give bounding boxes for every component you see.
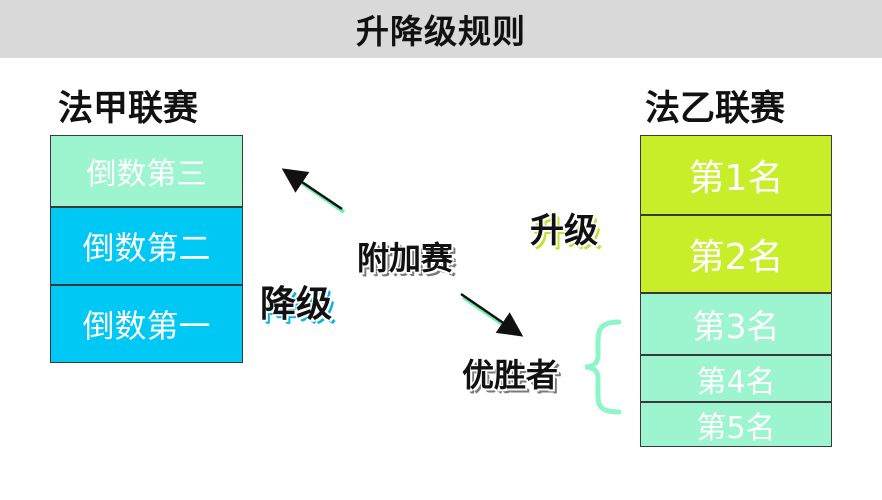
title-bar: 升降级规则	[0, 0, 882, 58]
league-b-rank-5: 第5名	[640, 402, 832, 447]
arrow-down-right-shadow	[461, 295, 519, 336]
league-b-rank-1: 第1名	[640, 135, 832, 215]
league-a-title: 法甲联赛	[58, 89, 199, 129]
league-b-rank-4: 第4名	[640, 355, 832, 402]
playoff-label: 附加赛	[357, 239, 454, 277]
league-a-row-label: 倒数第三	[86, 157, 207, 192]
league-a-row-3rd-last: 倒数第三	[50, 135, 243, 207]
league-a-row-last: 倒数第一	[50, 285, 243, 363]
promotion-label: 升级	[530, 211, 598, 251]
arrow-up-left	[281, 168, 343, 211]
brace-icon	[584, 319, 622, 415]
league-a-row-label: 倒数第二	[82, 229, 211, 267]
league-b-rank-3: 第3名	[640, 293, 832, 355]
league-a-row-2nd-last: 倒数第二	[50, 207, 243, 285]
league-a-row-label: 倒数第一	[82, 307, 211, 345]
league-b-title: 法乙联赛	[645, 89, 786, 129]
league-b-rank-label: 第2名	[688, 237, 784, 278]
league-b-rank-label: 第5名	[696, 410, 776, 446]
relegation-label: 降级	[260, 284, 333, 325]
league-b-rank-label: 第1名	[688, 158, 784, 199]
page-title: 升降级规则	[356, 12, 526, 51]
arrow-down-right	[460, 292, 524, 337]
league-b-rank-2: 第2名	[640, 215, 832, 293]
league-b-rank-label: 第3名	[692, 307, 780, 346]
league-b-rank-label: 第4名	[696, 364, 776, 400]
winner-label: 优胜者	[462, 356, 559, 394]
